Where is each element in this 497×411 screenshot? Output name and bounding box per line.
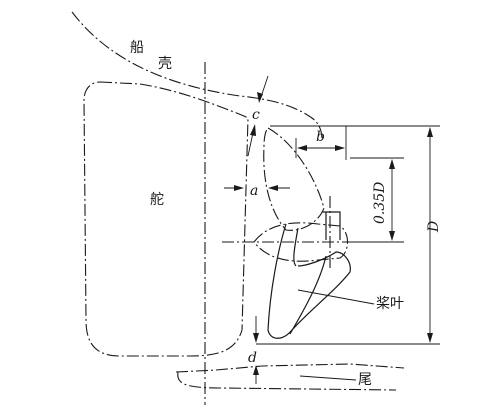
- dim-a-arrow-left: [234, 185, 244, 191]
- dim-c-arrow-top: [257, 92, 263, 103]
- label-dim-a: a: [250, 183, 258, 199]
- dim-035D-arrow-bottom: [389, 231, 395, 241]
- dim-b-arrow-left: [297, 145, 307, 151]
- label-dim-d: d: [248, 350, 257, 366]
- dim-D-arrow-top: [427, 127, 433, 137]
- dim-D-arrow-bottom: [427, 333, 433, 343]
- dim-035D-arrow-top: [389, 159, 395, 169]
- stern-bottom-lower: [177, 371, 397, 391]
- dim-a-arrow-right: [268, 185, 278, 191]
- dim-d-arrow-bottom: [253, 365, 259, 375]
- stern-leader: [299, 375, 357, 381]
- hull-line: [71, 11, 323, 141]
- shaft-block: [322, 211, 341, 240]
- label-rudder: 舵: [150, 192, 164, 208]
- dim-b-arrow-right: [335, 145, 345, 151]
- lower-blade-inner: [289, 227, 327, 335]
- dim-d-arrow-top: [253, 333, 259, 343]
- label-hull-2: 壳: [158, 55, 172, 72]
- label-stern: 尾: [358, 372, 372, 388]
- dim-c-arrow-bottom: [250, 124, 256, 136]
- upper-blade: [263, 127, 325, 231]
- lower-blade: [267, 223, 351, 339]
- blade-leader: [297, 289, 375, 305]
- label-dim-D: D: [426, 221, 442, 233]
- stern-bottom-line: [175, 363, 405, 373]
- label-dim-c: c: [252, 107, 260, 123]
- label-blade: 桨叶: [376, 295, 404, 312]
- rudder-outline: [83, 81, 249, 357]
- label-dim-b: b: [316, 129, 325, 145]
- label-hull-1: 船: [130, 40, 144, 56]
- label-dim-035D: 0.35D: [372, 182, 388, 224]
